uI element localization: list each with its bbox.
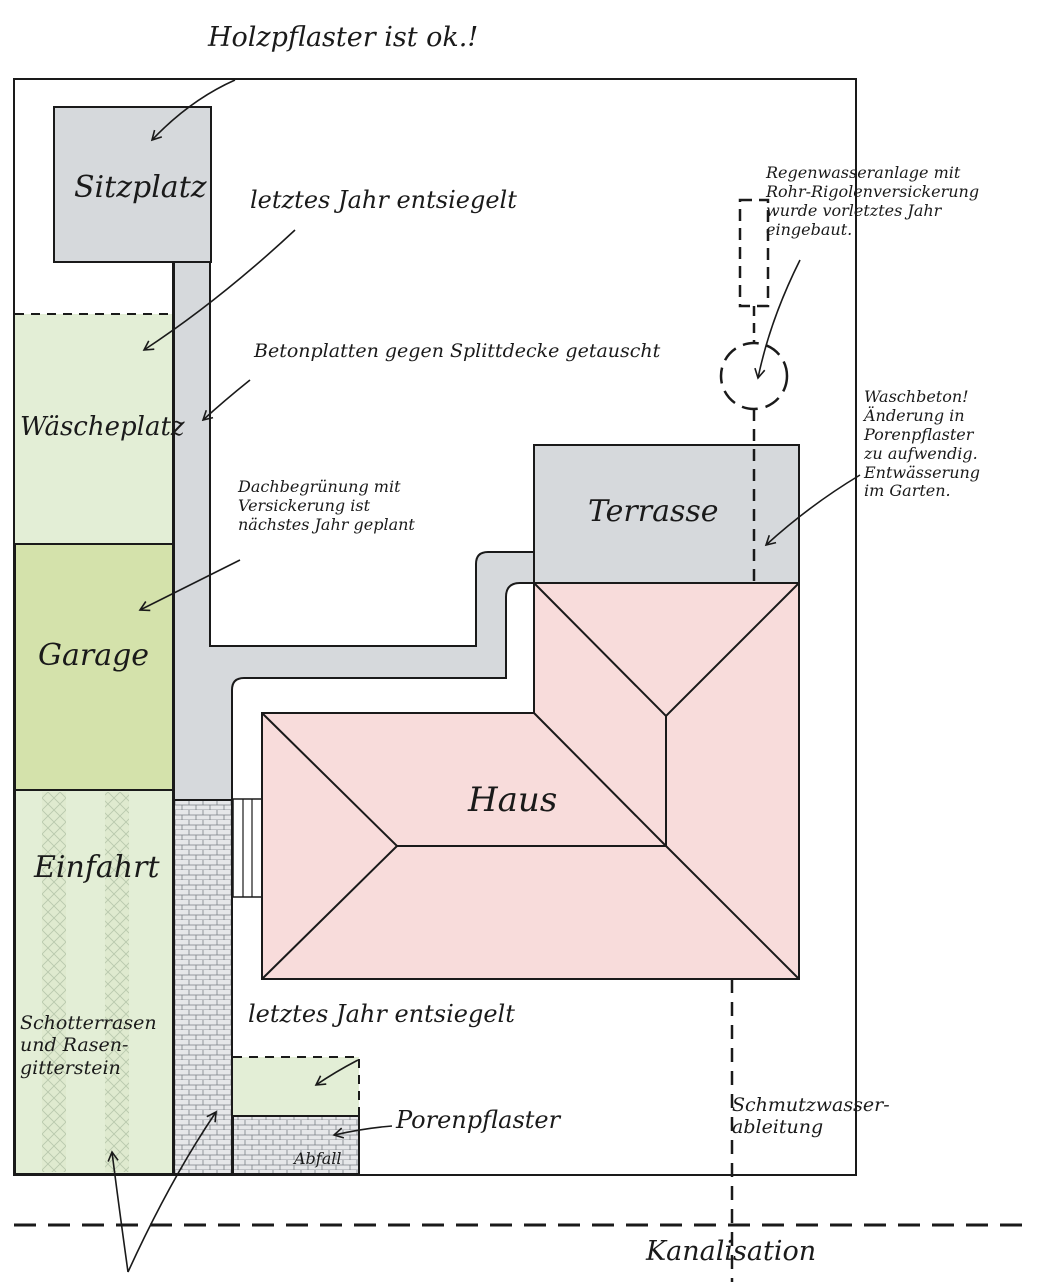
abfall-label: Abfall <box>294 1149 342 1168</box>
holzpflaster-walkway <box>173 799 233 1175</box>
sitzplatz-label: Sitzplatz <box>74 170 207 205</box>
rasengitter-strip-1 <box>42 792 66 1172</box>
einfahrt-label: Einfahrt <box>34 850 160 885</box>
einfahrt-area <box>14 789 174 1175</box>
porenpflaster-note: Porenpflaster <box>396 1106 561 1134</box>
regenwasser-note: Regenwasseranlage mit Rohr-Rigolenversic… <box>766 163 980 239</box>
waschbeton-note: Waschbeton! Änderung in Porenpflaster zu… <box>864 387 981 501</box>
holzpflaster-note: Holzpflaster ist ok.! <box>208 22 479 53</box>
entsiegelt-bottom-area <box>233 1057 359 1116</box>
sitzplatz-area <box>53 106 212 263</box>
gravel-path <box>173 261 535 801</box>
entsiegelt-top-note: letztes Jahr entsiegelt <box>250 186 517 214</box>
waescheplatz-label: Wäscheplatz <box>20 412 185 442</box>
rasengitter-strip-2 <box>105 792 129 1172</box>
roof-ridges <box>261 582 800 980</box>
garage-label: Garage <box>38 638 150 673</box>
entsiegelt-bottom-note: letztes Jahr entsiegelt <box>248 1000 515 1028</box>
haus-label: Haus <box>468 780 558 820</box>
garage-area <box>14 543 174 791</box>
entrance-steps <box>232 798 263 898</box>
schmutzwasser-note: Schmutzwasser- ableitung <box>732 1094 890 1139</box>
annotation-arrows <box>107 79 861 1273</box>
schotterrasen-label: Schotterrasen und Rasen- gitterstein <box>20 1012 157 1079</box>
rigolen-pipe <box>738 198 770 308</box>
waescheplatz-area <box>15 314 173 544</box>
terrasse-label: Terrasse <box>588 494 719 529</box>
abfall-area <box>232 1115 360 1175</box>
kanalisation-note: Kanalisation <box>646 1236 817 1267</box>
dachbegruenung-note: Dachbegrünung mit Versickerung ist nächs… <box>238 477 415 534</box>
betonplatten-note: Betonplatten gegen Splittdecke getauscht <box>254 340 661 362</box>
